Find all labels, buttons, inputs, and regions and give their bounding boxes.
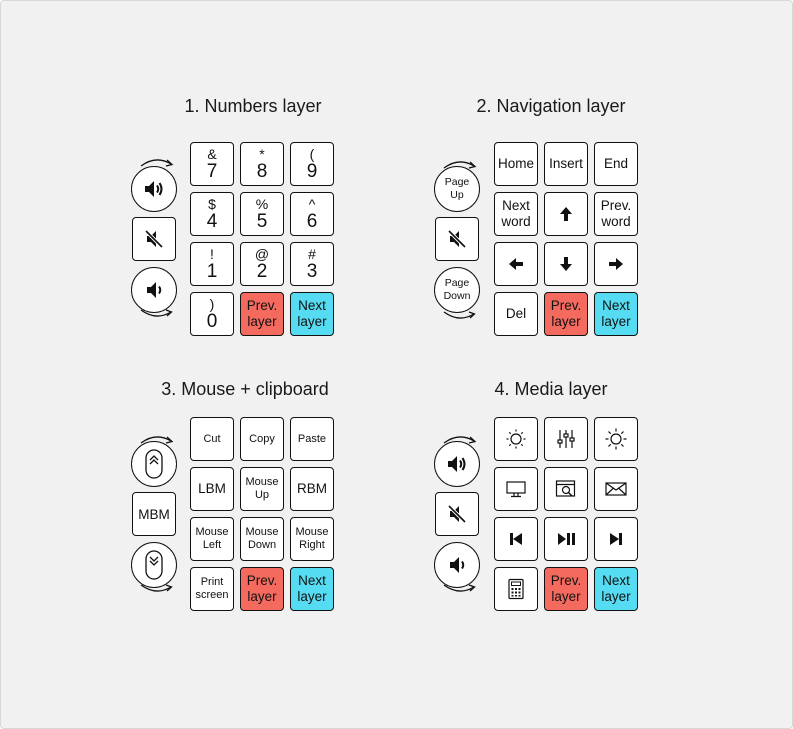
key-5[interactable]: %5 [240, 192, 284, 236]
key-7[interactable]: &7 [190, 142, 234, 186]
rotate-ccw-arrow-icon [443, 311, 476, 319]
arrow-right-icon [609, 258, 623, 270]
page-down-knob[interactable]: Page Down [434, 267, 480, 313]
key-0[interactable]: )0 [190, 292, 234, 336]
prev-layer-key[interactable]: Prev. layer [240, 567, 284, 611]
home-key[interactable]: Home [494, 142, 538, 186]
play-pause-key[interactable] [544, 517, 588, 561]
mouse-down-key[interactable]: Mouse Down [240, 517, 284, 561]
rotate-cw-arrow-icon [140, 436, 174, 444]
key-1[interactable]: !1 [190, 242, 234, 286]
brightness-down-icon [506, 429, 526, 449]
next-layer-key[interactable]: Next layer [594, 292, 638, 336]
key-8[interactable]: *8 [240, 142, 284, 186]
middle-mouse-button-key[interactable]: MBM [132, 492, 176, 536]
key-9[interactable]: (9 [290, 142, 334, 186]
delete-key[interactable]: Del [494, 292, 538, 336]
monitor-icon [506, 481, 526, 498]
browser-search-icon [555, 480, 576, 497]
arrow-left-key[interactable] [494, 242, 538, 286]
mute-icon [447, 504, 467, 524]
key-3[interactable]: #3 [290, 242, 334, 286]
key-6[interactable]: ^6 [290, 192, 334, 236]
volume-down-knob[interactable] [131, 267, 177, 313]
mouse-scroll-up-icon [145, 449, 163, 479]
volume-down-knob[interactable] [434, 542, 480, 588]
next-layer-key[interactable]: Next layer [290, 292, 334, 336]
equalizer-icon [557, 430, 575, 448]
mail-key[interactable] [594, 467, 638, 511]
mail-icon [605, 482, 627, 496]
volume-down-icon [450, 557, 465, 573]
prev-word-key[interactable]: Prev. word [594, 192, 638, 236]
calculator-icon [508, 578, 524, 600]
mute-icon [447, 229, 467, 249]
paste-key[interactable]: Paste [290, 417, 334, 461]
browser-search-key[interactable] [544, 467, 588, 511]
left-mouse-button-key[interactable]: LBM [190, 467, 234, 511]
brightness-up-icon [605, 428, 627, 450]
right-mouse-button-key[interactable]: RBM [290, 467, 334, 511]
previous-track-icon [510, 533, 522, 545]
navigation-layer-title: 2. Navigation layer [476, 96, 626, 116]
mute-key[interactable] [132, 217, 176, 261]
rotate-ccw-arrow-icon [140, 309, 173, 317]
volume-up-icon [145, 181, 163, 197]
brightness-up-key[interactable] [594, 417, 638, 461]
equalizer-key[interactable] [544, 417, 588, 461]
next-word-key[interactable]: Next word [494, 192, 538, 236]
copy-key[interactable]: Copy [240, 417, 284, 461]
mouse-up-key[interactable]: Mouse Up [240, 467, 284, 511]
arrow-down-icon [560, 257, 572, 271]
scroll-up-knob[interactable] [131, 441, 177, 487]
cut-key[interactable]: Cut [190, 417, 234, 461]
mute-key[interactable] [435, 492, 479, 536]
mouse-scroll-down-icon [145, 550, 163, 580]
scroll-down-knob[interactable] [131, 542, 177, 588]
rotate-ccw-arrow-icon [443, 584, 476, 592]
page-up-knob[interactable]: Page Up [434, 166, 480, 212]
mouse-right-key[interactable]: Mouse Right [290, 517, 334, 561]
media-layer-title: 4. Media layer [494, 379, 608, 399]
rotate-ccw-arrow-icon [140, 584, 173, 592]
key-4[interactable]: $4 [190, 192, 234, 236]
prev-layer-key[interactable]: Prev. layer [544, 292, 588, 336]
previous-track-key[interactable] [494, 517, 538, 561]
next-track-key[interactable] [594, 517, 638, 561]
next-layer-key[interactable]: Next layer [290, 567, 334, 611]
play-pause-icon [558, 533, 575, 545]
numbers-layer-title: 1. Numbers layer [184, 96, 322, 116]
arrow-right-key[interactable] [594, 242, 638, 286]
next-layer-key[interactable]: Next layer [594, 567, 638, 611]
mouse-clipboard-title: 3. Mouse + clipboard [161, 379, 329, 399]
next-track-icon [610, 533, 622, 545]
volume-up-icon [448, 456, 466, 472]
rotate-cw-arrow-icon [443, 436, 477, 444]
mute-key[interactable] [435, 217, 479, 261]
monitor-key[interactable] [494, 467, 538, 511]
calculator-key[interactable] [494, 567, 538, 611]
end-key[interactable]: End [594, 142, 638, 186]
volume-up-knob[interactable] [131, 166, 177, 212]
rotate-cw-arrow-icon [140, 159, 174, 167]
brightness-down-key[interactable] [494, 417, 538, 461]
arrow-up-key[interactable] [544, 192, 588, 236]
print-screen-key[interactable]: Print screen [190, 567, 234, 611]
volume-up-knob[interactable] [434, 441, 480, 487]
prev-layer-key[interactable]: Prev. layer [240, 292, 284, 336]
arrow-left-icon [509, 258, 523, 270]
insert-key[interactable]: Insert [544, 142, 588, 186]
mouse-left-key[interactable]: Mouse Left [190, 517, 234, 561]
rotate-cw-arrow-icon [443, 161, 477, 169]
volume-down-icon [147, 282, 162, 298]
arrow-down-key[interactable] [544, 242, 588, 286]
key-2[interactable]: @2 [240, 242, 284, 286]
mute-icon [144, 229, 164, 249]
prev-layer-key[interactable]: Prev. layer [544, 567, 588, 611]
arrow-up-icon [560, 207, 572, 221]
